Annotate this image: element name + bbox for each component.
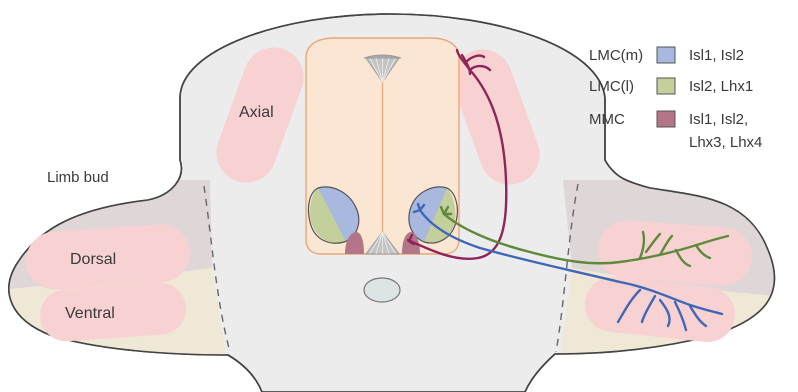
legend-lmc-m-name: LMC(m) (589, 47, 643, 64)
ventral-label: Ventral (65, 305, 115, 322)
legend-lmc-l-genes: Isl2, Lhx1 (689, 78, 753, 95)
right-dorsal-muscle-mass (596, 219, 754, 288)
legend-lmc-m-genes: Isl1, Isl2 (689, 47, 744, 64)
dorsal-label: Dorsal (70, 251, 116, 268)
legend-lmc-l-name: LMC(l) (589, 78, 634, 95)
legend-mmc-name: MMC (589, 111, 625, 128)
axial-label: Axial (239, 104, 274, 121)
legend: LMC(m) Isl1, Isl2 LMC(l) Isl2, Lhx1 MMC … (589, 47, 762, 151)
notochord (364, 278, 400, 302)
legend-mmc-genes-line1: Isl1, Isl2, (689, 111, 748, 128)
limb-bud-label: Limb bud (47, 169, 109, 186)
legend-lmc-l-swatch (657, 78, 675, 94)
legend-mmc-genes-line2: Lhx3, Lhx4 (689, 134, 762, 151)
legend-mmc-swatch (657, 111, 675, 127)
legend-lmc-m-swatch (657, 47, 675, 63)
